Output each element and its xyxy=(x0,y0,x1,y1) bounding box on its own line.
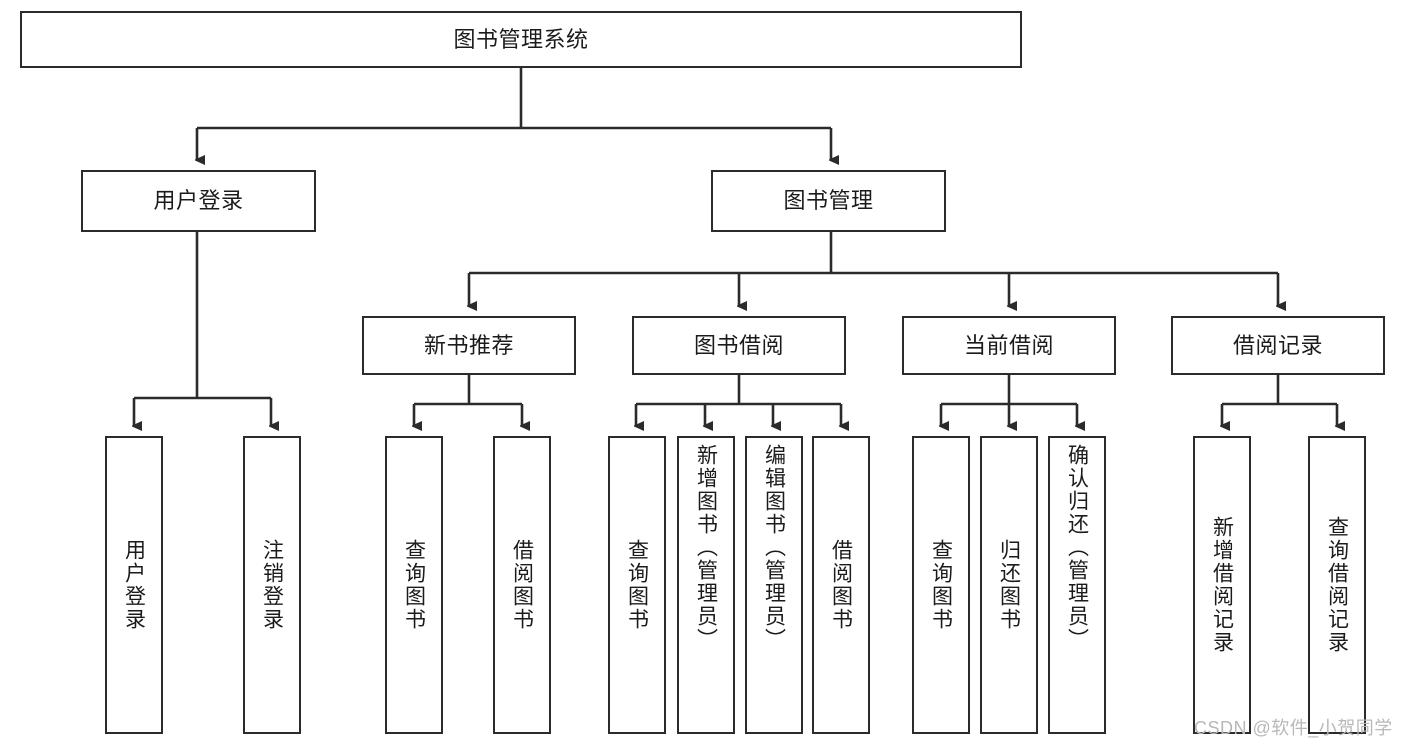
node-label: 查询图书 xyxy=(402,539,426,631)
node-label: 图书管理 xyxy=(783,188,874,214)
node-label: 查询图书 xyxy=(929,539,953,631)
leaf-book-borrow-4[interactable]: 借阅图书 xyxy=(812,436,870,734)
node-label: 编辑图书（管理员） xyxy=(762,444,786,651)
leaf-new-book-1[interactable]: 查询图书 xyxy=(385,436,443,734)
node-label: 图书管理系统 xyxy=(453,26,589,52)
node-label: 查询借阅记录 xyxy=(1325,516,1349,654)
node-borrow-record[interactable]: 借阅记录 xyxy=(1171,316,1385,375)
node-label: 归还图书 xyxy=(997,539,1021,631)
leaf-book-borrow-3[interactable]: 编辑图书（管理员） xyxy=(745,436,803,734)
node-label: 新增借阅记录 xyxy=(1210,516,1234,654)
node-label: 新书推荐 xyxy=(423,332,514,358)
node-label: 用户登录 xyxy=(153,188,244,214)
node-label: 借阅图书 xyxy=(829,539,853,631)
leaf-borrow-record-1[interactable]: 新增借阅记录 xyxy=(1193,436,1251,734)
node-current-borrow[interactable]: 当前借阅 xyxy=(902,316,1116,375)
leaf-book-borrow-1[interactable]: 查询图书 xyxy=(608,436,666,734)
leaf-borrow-record-2[interactable]: 查询借阅记录 xyxy=(1308,436,1366,734)
node-book-borrow[interactable]: 图书借阅 xyxy=(632,316,846,375)
node-label: 当前借阅 xyxy=(963,332,1054,358)
node-label: 图书借阅 xyxy=(693,332,784,358)
node-label: 用户登录 xyxy=(122,539,146,631)
node-new-book-recommend[interactable]: 新书推荐 xyxy=(362,316,576,375)
leaf-current-borrow-2[interactable]: 归还图书 xyxy=(980,436,1038,734)
leaf-book-borrow-2[interactable]: 新增图书（管理员） xyxy=(677,436,735,734)
leaf-current-borrow-3[interactable]: 确认归还（管理员） xyxy=(1048,436,1106,734)
node-label: 注销登录 xyxy=(260,539,284,631)
node-user-login[interactable]: 用户登录 xyxy=(81,170,316,232)
leaf-user-login-2[interactable]: 注销登录 xyxy=(243,436,301,734)
leaf-current-borrow-1[interactable]: 查询图书 xyxy=(912,436,970,734)
node-label: 新增图书（管理员） xyxy=(694,444,718,651)
csdn-watermark: CSDN @软件_小贺同学 xyxy=(1194,718,1393,738)
node-label: 确认归还（管理员） xyxy=(1065,444,1089,651)
leaf-new-book-2[interactable]: 借阅图书 xyxy=(493,436,551,734)
node-label: 借阅图书 xyxy=(510,539,534,631)
node-label: 查询图书 xyxy=(625,539,649,631)
node-label: 借阅记录 xyxy=(1232,332,1323,358)
node-root-system[interactable]: 图书管理系统 xyxy=(20,11,1022,68)
node-book-management[interactable]: 图书管理 xyxy=(711,170,946,232)
leaf-user-login-1[interactable]: 用户登录 xyxy=(105,436,163,734)
